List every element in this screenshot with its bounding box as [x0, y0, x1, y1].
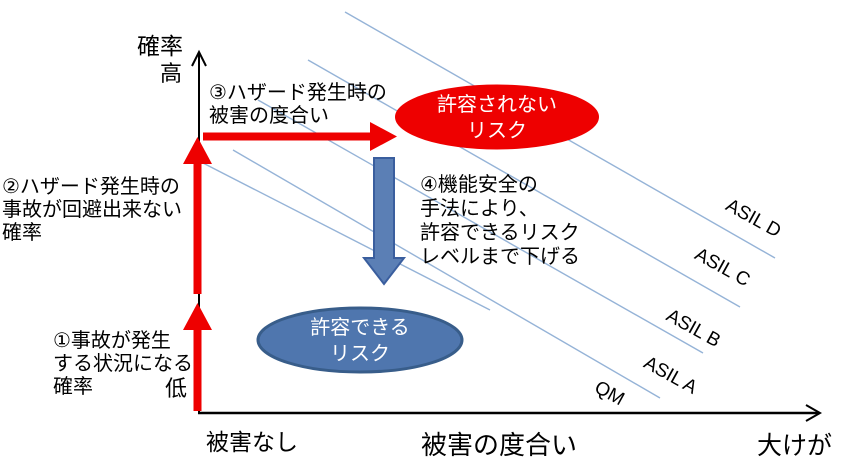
x-axis-arrowhead-icon — [805, 404, 823, 422]
annotation-step2: ②ハザード発生時の 事故が回避出来ない 確率 — [2, 174, 182, 244]
unacceptable-risk-ellipse — [395, 84, 599, 150]
acceptable-risk-label: 許容できる リスク — [310, 315, 410, 365]
y-axis-arrowhead-icon — [191, 49, 207, 67]
x-axis-origin-label: 被害なし — [206, 430, 298, 456]
x-axis-title: 被害の度合い — [421, 431, 578, 461]
asil-boundary-line-qm — [200, 161, 491, 311]
red-right-arrow — [203, 122, 397, 151]
y-axis-low-label: 低 — [165, 377, 188, 402]
x-axis-max-label: 大けが — [757, 431, 833, 460]
red-up-arrow-lower — [183, 303, 212, 411]
y-axis-title: 確率 — [137, 34, 183, 60]
annotation-step4: ④機能安全の 手法により、 許容できるリスク レベルまで下げる — [420, 172, 580, 268]
unacceptable-risk-label: 許容されない リスク — [437, 92, 557, 142]
annotation-step3: ③ハザード発生時の 被害の度合い — [209, 80, 387, 127]
blue-down-arrow — [361, 157, 407, 286]
asil-boundary-line-a — [232, 149, 661, 399]
asil-boundary-line-b — [257, 99, 704, 354]
y-axis-high-label: 高 — [160, 62, 183, 87]
acceptable-risk-ellipse — [256, 306, 464, 374]
annotation-step1: ①事故が発生 する状況になる 確率 — [53, 328, 193, 398]
red-up-arrow-upper — [183, 137, 212, 294]
asil-boundary-line-c — [307, 59, 741, 308]
